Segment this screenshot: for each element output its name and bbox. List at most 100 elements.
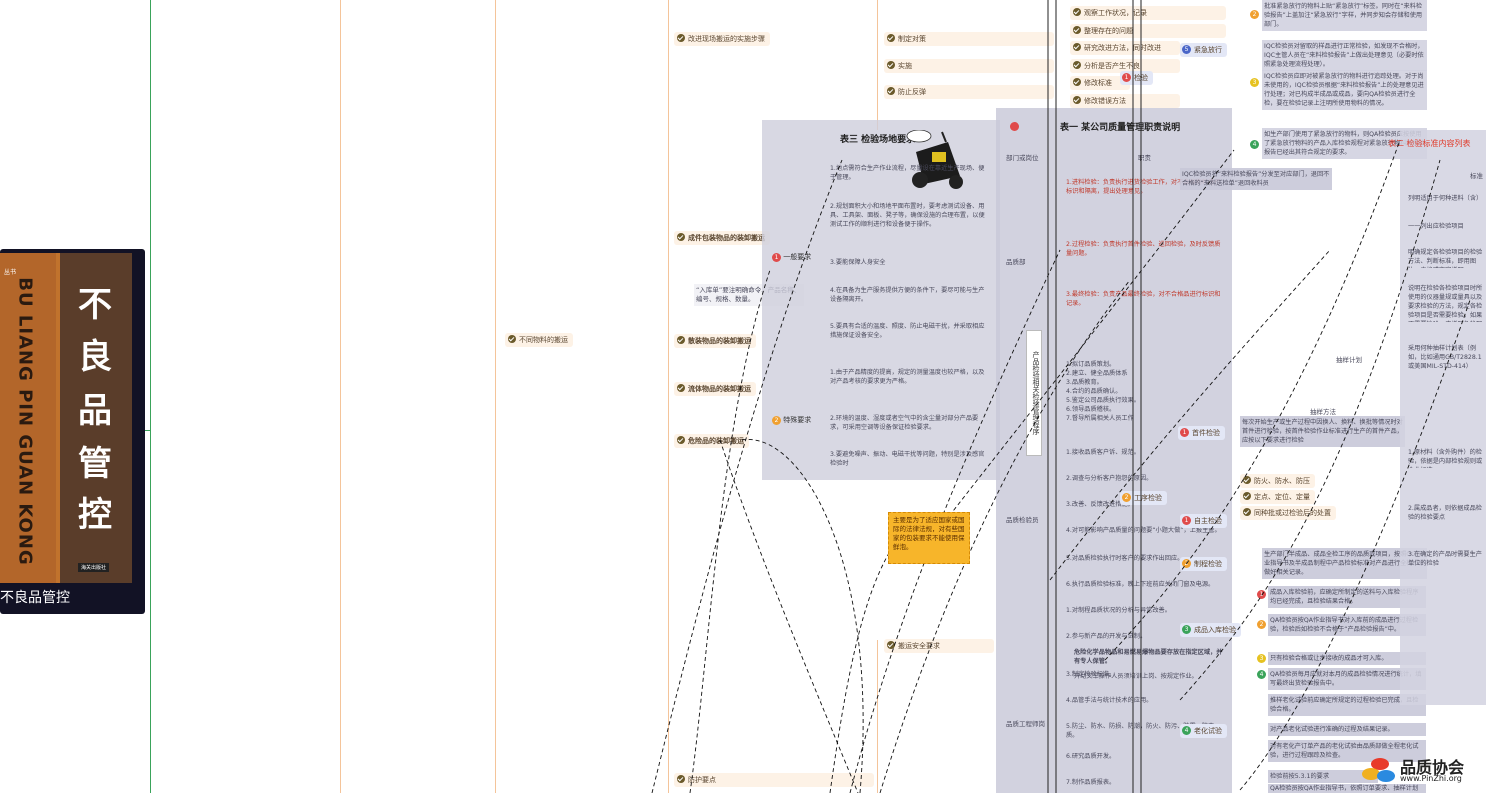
step-label-node[interactable]: 实施 (884, 59, 1054, 73)
release-note: 批准紧急放行的物料上贴“紧急放行”标签。同时在“来料检验报告”上盖加注“紧急放行… (1262, 0, 1427, 31)
material-item[interactable]: 成件包装物品的装卸搬运 (674, 231, 770, 245)
green-connector-h (140, 430, 151, 431)
material-item[interactable]: 流体物品的装卸搬运 (674, 382, 756, 396)
number-badge-icon: 2 (1122, 493, 1131, 502)
table2-col-item: 标准 (1470, 172, 1483, 180)
check-icon (887, 641, 895, 649)
number-badge-icon: 1 (1122, 73, 1131, 82)
material-item[interactable]: 危险品的装卸搬运 (674, 434, 749, 448)
table3-row: 1.由于产品精度的提高，规定的测量温度也较严格，以及对产品考核的要求更为严格。 (830, 369, 985, 385)
special-req-node[interactable]: 2 特殊要求 (772, 415, 811, 425)
logo-url: www.PinZhi.org (1400, 774, 1462, 783)
table3-row: 2.规划面积大小和场地平面布置时，要考虑测试设备、用具、工具架、面板、凳子等，确… (830, 203, 985, 228)
book-cover-card[interactable]: 丛书 BU LIANG PIN GUAN KONG 不 良 品 管 控 海关出版… (0, 249, 145, 614)
table2-row: 1.原材料（含外购件）的检验，依据是内部检验规则或企业标准 (1408, 449, 1483, 468)
table1-lower-duty: 1.接收品质客户诉、规范。 (1066, 449, 1140, 456)
check-icon (1243, 492, 1251, 500)
check-icon (508, 335, 516, 343)
check-icon (1073, 61, 1081, 69)
sample-method: 抽样方法 (1310, 408, 1336, 416)
check-icon (677, 233, 685, 241)
sample-plan: 抽样计划 (1336, 356, 1362, 364)
table1-title: 表一 某公司质量管理职责说明 (1060, 123, 1181, 133)
safety-node[interactable]: 搬运安全要求 (884, 639, 994, 653)
green-connector (150, 0, 151, 793)
sticky-note[interactable]: 主要是为了适应国家或国际的法律法规，对有些国家的包装要求不能使用保鲜泡。 (888, 512, 970, 564)
table3-row: 4.在具备为生产服务提供方便的条件下，要尽可能与生产设备隔离开。 (830, 287, 985, 303)
number-badge-icon: 4 (1257, 670, 1266, 679)
self-note[interactable]: 防火、防水、防压 (1240, 474, 1315, 488)
step-item[interactable]: 研究改进方法，同时改进 (1070, 41, 1180, 55)
number-badge-icon: 3 (1250, 78, 1259, 87)
book-caption: 不良品管控 (0, 590, 70, 606)
first-inspection-note: 每次开始生产或生产过程中因换人、换料、换批等情况时对首件进行检验，按首件检验作业… (1240, 416, 1405, 447)
table1-col-dept: 部门或岗位 (1006, 154, 1039, 162)
step-item[interactable]: 修改标准 (1070, 76, 1130, 90)
table1-dept: 品质部 (1006, 258, 1026, 266)
check-icon (1243, 476, 1251, 484)
book-publisher: 海关出版社 (78, 563, 110, 572)
check-icon (677, 436, 685, 444)
program-vertical-label: 产品检验相关检验管理程序 (1026, 330, 1042, 456)
table1-duty: 2.建立、健全品质体系 (1066, 370, 1128, 377)
book-series-label: 丛书 (4, 269, 17, 276)
table1-col-duty: 职责 (1138, 154, 1151, 162)
check-icon (677, 34, 685, 42)
check-icon (1073, 78, 1081, 86)
number-badge-icon: 3 (1182, 625, 1191, 634)
number-badge-icon: 2 (1257, 620, 1266, 629)
tree-line (340, 0, 341, 793)
check-icon (887, 34, 895, 42)
safety-note: 开动叉车操作人员须培训上岗、按规定作业。 (1074, 673, 1198, 680)
table1-duty: 3.品质教育。 (1066, 379, 1103, 386)
table2-row: 2.属成品者，则依据成品检验的检验要点 (1408, 505, 1482, 521)
general-req-node[interactable]: 1 一般要求 (772, 252, 811, 262)
step-item[interactable]: 分析是否产生不良 (1070, 59, 1180, 73)
number-badge-icon: 1 (1180, 428, 1189, 437)
table2-row: 明确规定各检验项目的检验方法、判断标准，即用图片、表格或文字说明 (1408, 249, 1483, 268)
table1-duty: 1.拟订品质策划。 (1066, 361, 1116, 368)
tree-line (877, 0, 878, 130)
self-note[interactable]: 同种批或过检验后的处置 (1240, 506, 1336, 520)
step-label-node[interactable]: 制定对策 (884, 32, 1054, 46)
table3-title: 表三 检验场地要求 (840, 135, 916, 145)
table2-row: 列明适用于何种进料（含） (1408, 195, 1483, 202)
self-note[interactable]: 定点、定位、定量 (1240, 490, 1315, 504)
check-icon (1073, 43, 1081, 51)
book-title-char: 管 (78, 444, 112, 484)
protect-node[interactable]: 防护要点 (674, 773, 874, 787)
step-label-node[interactable]: 防止反弹 (884, 85, 1054, 99)
robot-mower-icon (906, 130, 963, 189)
table2-panel[interactable] (1400, 130, 1486, 705)
step-item[interactable]: 修改错误方法 (1070, 94, 1180, 108)
number-badge-icon: 4 (1250, 140, 1259, 149)
check-icon (1073, 8, 1081, 16)
table3-row: 3.要避免噪声、振动、电磁干扰等问题，特别是涉及感官检验时 (830, 451, 985, 467)
number-badge-icon: 1 (772, 253, 781, 262)
improve-steps-node[interactable]: 改进现场搬运的实施步骤 (674, 32, 770, 46)
number-badge-icon: 1 (1257, 590, 1266, 599)
table1-duty: 7.督导所属相关人员工作 (1066, 415, 1134, 422)
number-badge-icon: 3 (1257, 654, 1266, 663)
table1-dept: 品质检验员 (1006, 516, 1039, 524)
check-icon (887, 61, 895, 69)
table1-duty: 4.合约的品质确认。 (1066, 388, 1122, 395)
step-item[interactable]: 观察工作状况，记录 (1070, 6, 1226, 20)
table3-row: 3.要能保障人身安全 (830, 259, 886, 266)
table1-lower-duty: 1.对制程品质状况的分析与异常改善。 (1066, 607, 1171, 614)
red-pin-icon (1010, 122, 1019, 131)
table3-row: 1.地点需符合生产作业流程，尽量设在靠近生产现场、便于管理。 (830, 165, 985, 181)
incoming-branch-node[interactable]: 不同物料的搬运 (505, 333, 573, 347)
material-item[interactable]: 散装物品的装卸搬运 (674, 334, 756, 348)
check-icon (887, 87, 895, 95)
step-item[interactable]: 整理存在的问题 (1070, 24, 1226, 38)
